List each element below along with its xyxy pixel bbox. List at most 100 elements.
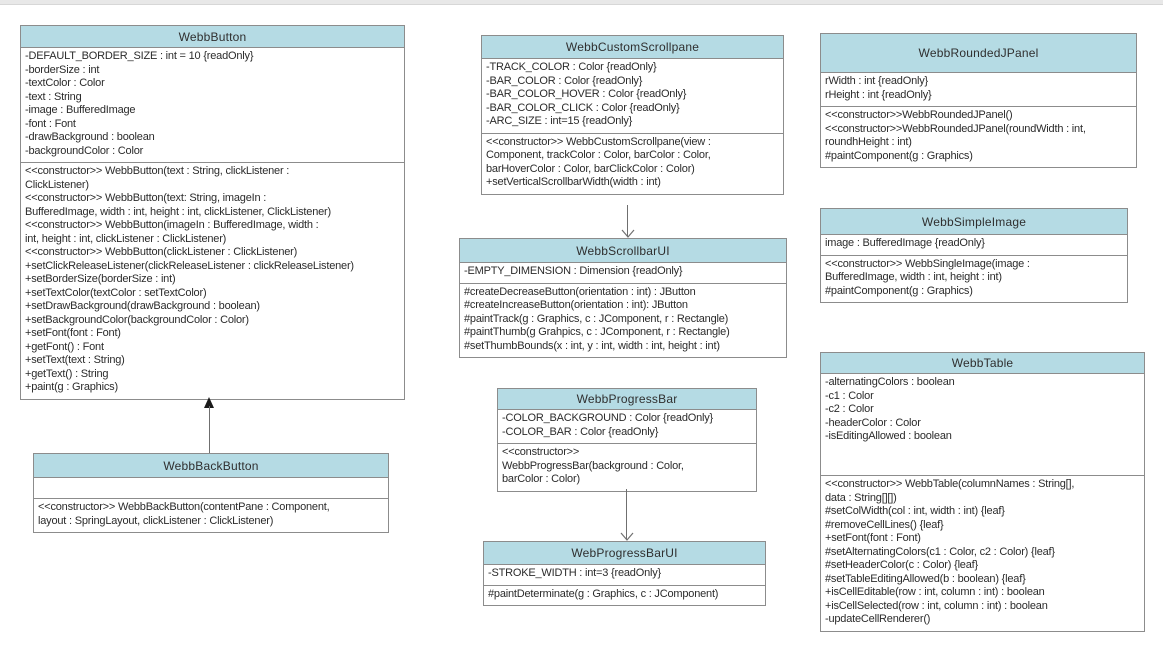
attribute-line: -BAR_COLOR_HOVER : Color {readOnly} [486, 88, 687, 100]
dependency-arrow [626, 489, 627, 539]
method-line: #setTableEditingAllowed(b : boolean) {le… [825, 572, 1026, 585]
method-line: <<constructor>> WebbBackButton(contentPa… [38, 501, 330, 527]
attribute-line: rHeight : int {readOnly} [825, 88, 932, 101]
methods-compartment: #createDecreaseButton(orientation : int)… [460, 282, 786, 358]
method-line: +setVerticalScrollbarWidth(width : int) [486, 176, 661, 188]
class-title: WebbScrollbarUI [460, 239, 786, 263]
attributes-compartment: image : BufferedImage {readOnly} [821, 235, 1127, 255]
method-line: +setBackgroundColor(backgroundColor : Co… [25, 313, 249, 326]
attribute-line: -font : Font [25, 117, 76, 130]
dependency-arrow [627, 205, 628, 236]
attribute-line: -headerColor : Color [825, 416, 921, 429]
method-line: +isCellSelected(row : int, column : int)… [825, 599, 1048, 612]
method-line: <<constructor>> WebbButton(text : String… [25, 165, 290, 191]
attributes-compartment: -DEFAULT_BORDER_SIZE : int = 10 {readOnl… [21, 48, 404, 162]
class-box-webbbackbutton: WebbBackButton <<constructor>> WebbBackBu… [33, 453, 389, 533]
attribute-line: image : BufferedImage {readOnly} [825, 237, 985, 249]
method-line: #setAlternatingColors(c1 : Color, c2 : C… [825, 545, 1055, 558]
attributes-compartment: -COLOR_BACKGROUND : Color {readOnly}-COL… [498, 410, 756, 443]
method-line: +paint(g : Graphics) [25, 381, 118, 393]
method-line: +setFont(font : Font) [25, 327, 121, 339]
method-line: <<constructor>> WebbButton(imageIn : Buf… [25, 219, 319, 245]
attributes-compartment: -STROKE_WIDTH : int=3 {readOnly} [484, 565, 765, 585]
method-line: <<constructor>> WebbTable(columnNames : … [825, 478, 1075, 504]
method-line: #setColWidth(col : int, width : int) {le… [825, 505, 1005, 517]
attribute-line: -EMPTY_DIMENSION : Dimension {readOnly} [464, 265, 683, 277]
attribute-line: -COLOR_BACKGROUND : Color {readOnly} [502, 412, 714, 424]
method-line: <<constructor>>WebbRoundedJPanel(roundWi… [825, 122, 1086, 149]
method-line: #setHeaderColor(c : Color) {leaf} [825, 559, 978, 571]
class-title: WebbRoundedJPanel [821, 34, 1136, 73]
method-line: #paintThumb(g Grahpics, c : JComponent, … [464, 326, 730, 338]
attribute-line: -c1 : Color [825, 389, 874, 402]
attribute-line: -BAR_COLOR : Color {readOnly} [486, 74, 643, 87]
method-line: +setText(text : String) [25, 354, 125, 366]
method-line: +getFont() : Font [25, 340, 104, 353]
method-line: <<constructor>>WebbRoundedJPanel() [825, 109, 1013, 121]
class-title: WebbTable [821, 353, 1144, 374]
method-line: <<constructor>> WebbButton(text: String,… [25, 192, 331, 218]
attribute-line: -ARC_SIZE : int=15 {readOnly} [486, 115, 633, 127]
class-box-webprogressbarui: WebProgressBarUI -STROKE_WIDTH : int=3 {r… [483, 541, 766, 606]
method-line: +isCellEditable(row : int, column : int)… [825, 586, 1045, 598]
top-divider [0, 0, 1163, 5]
class-box-webbtable: WebbTable-alternatingColors : boolean-c1… [820, 352, 1145, 632]
class-box-webbcustomscrollpane: WebbCustomScrollpane-TRACK_COLOR : Color… [481, 35, 784, 195]
attribute-line: -image : BufferedImage [25, 104, 136, 116]
method-line: +getText() : String [25, 367, 109, 380]
attribute-line: -STROKE_WIDTH : int=3 {readOnly} [488, 567, 662, 579]
method-line: #paintComponent(g : Graphics) [825, 149, 973, 162]
method-line: #setThumbBounds(x : int, y : int, width … [464, 339, 720, 352]
attributes-compartment: -alternatingColors : boolean-c1 : Color-… [821, 374, 1144, 475]
methods-compartment: <<constructor>> WebbBackButton(contentPa… [34, 498, 388, 532]
method-line: #paintTrack(g : Graphics, c : JComponent… [464, 312, 729, 325]
attribute-line: -borderSize : int [25, 63, 100, 76]
class-title: WebProgressBarUI [484, 542, 765, 565]
attribute-line: -alternatingColors : boolean [825, 376, 955, 388]
method-line: +setDrawBackground(drawBackground : bool… [25, 300, 260, 312]
attribute-line: -textColor : Color [25, 77, 105, 89]
methods-compartment: <<constructor>>WebbRoundedJPanel()<<cons… [821, 106, 1136, 167]
method-line: #removeCellLines() {leaf} [825, 518, 944, 531]
method-line: +setClickReleaseListener(clickReleaseLis… [25, 259, 354, 272]
method-line: <<constructor>> WebbCustomScrollpane(vie… [486, 135, 711, 175]
class-box-webbscrollbarui: WebbScrollbarUI -EMPTY_DIMENSION : Dimens… [459, 238, 787, 358]
method-line: <<constructor>> WebbSingleImage(image : … [825, 257, 1030, 284]
method-line: #paintComponent(g : Graphics) [825, 284, 973, 297]
method-line: <<constructor>> WebbButton(clickListener… [25, 246, 298, 258]
attribute-line: -DEFAULT_BORDER_SIZE : int = 10 {readOnl… [25, 50, 254, 62]
methods-compartment: <<constructor>> WebbCustomScrollpane(vie… [482, 132, 783, 194]
method-line: <<constructor>> WebbProgressBar(backgrou… [502, 446, 684, 485]
class-title: WebbButton [21, 26, 404, 48]
method-line: +setTextColor(textColor : setTextColor) [25, 286, 207, 299]
method-line: +setFont(font : Font) [825, 532, 921, 544]
inheritance-arrow [209, 406, 210, 453]
methods-compartment: <<constructor>> WebbButton(text : String… [21, 162, 404, 399]
attribute-line: -COLOR_BAR : Color {readOnly} [502, 425, 659, 438]
class-box-webbbutton: WebbButton -DEFAULT_BORDER_SIZE : int = 1… [20, 25, 405, 400]
attribute-line: -TRACK_COLOR : Color {readOnly} [486, 61, 657, 73]
attribute-line: -c2 : Color [825, 403, 874, 415]
arrowhead-open-icon [621, 229, 634, 238]
method-line: #createDecreaseButton(orientation : int)… [464, 285, 696, 298]
methods-compartment: #paintDeterminate(g : Graphics, c : JCom… [484, 584, 765, 606]
attribute-line: -BAR_COLOR_CLICK : Color {readOnly} [486, 101, 680, 114]
method-line: -updateCellRenderer() [825, 613, 931, 625]
methods-compartment: <<constructor>> WebbProgressBar(backgrou… [498, 443, 756, 491]
attribute-line: -backgroundColor : Color [25, 144, 144, 157]
attributes-compartment: rWidth : int {readOnly}rHeight : int {re… [821, 73, 1136, 106]
method-line: #createIncreaseButton(orientation : int)… [464, 299, 688, 311]
attributes-compartment: -EMPTY_DIMENSION : Dimension {readOnly} [460, 263, 786, 283]
class-title: WebbSimpleImage [821, 209, 1127, 235]
methods-compartment: <<constructor>> WebbTable(columnNames : … [821, 475, 1144, 631]
method-line: +setBorderSize(borderSize : int) [25, 273, 176, 285]
attributes-compartment [34, 478, 388, 498]
class-title: WebbBackButton [34, 454, 388, 478]
class-box-webbsimpleimage: WebbSimpleImage image : BufferedImage {re… [820, 208, 1128, 303]
methods-compartment: <<constructor>> WebbSingleImage(image : … [821, 254, 1127, 303]
attribute-line: rWidth : int {readOnly} [825, 75, 929, 87]
attribute-line: -drawBackground : boolean [25, 131, 155, 143]
class-box-webbprogressbar: WebbProgressBar-COLOR_BACKGROUND : Color… [497, 388, 757, 492]
